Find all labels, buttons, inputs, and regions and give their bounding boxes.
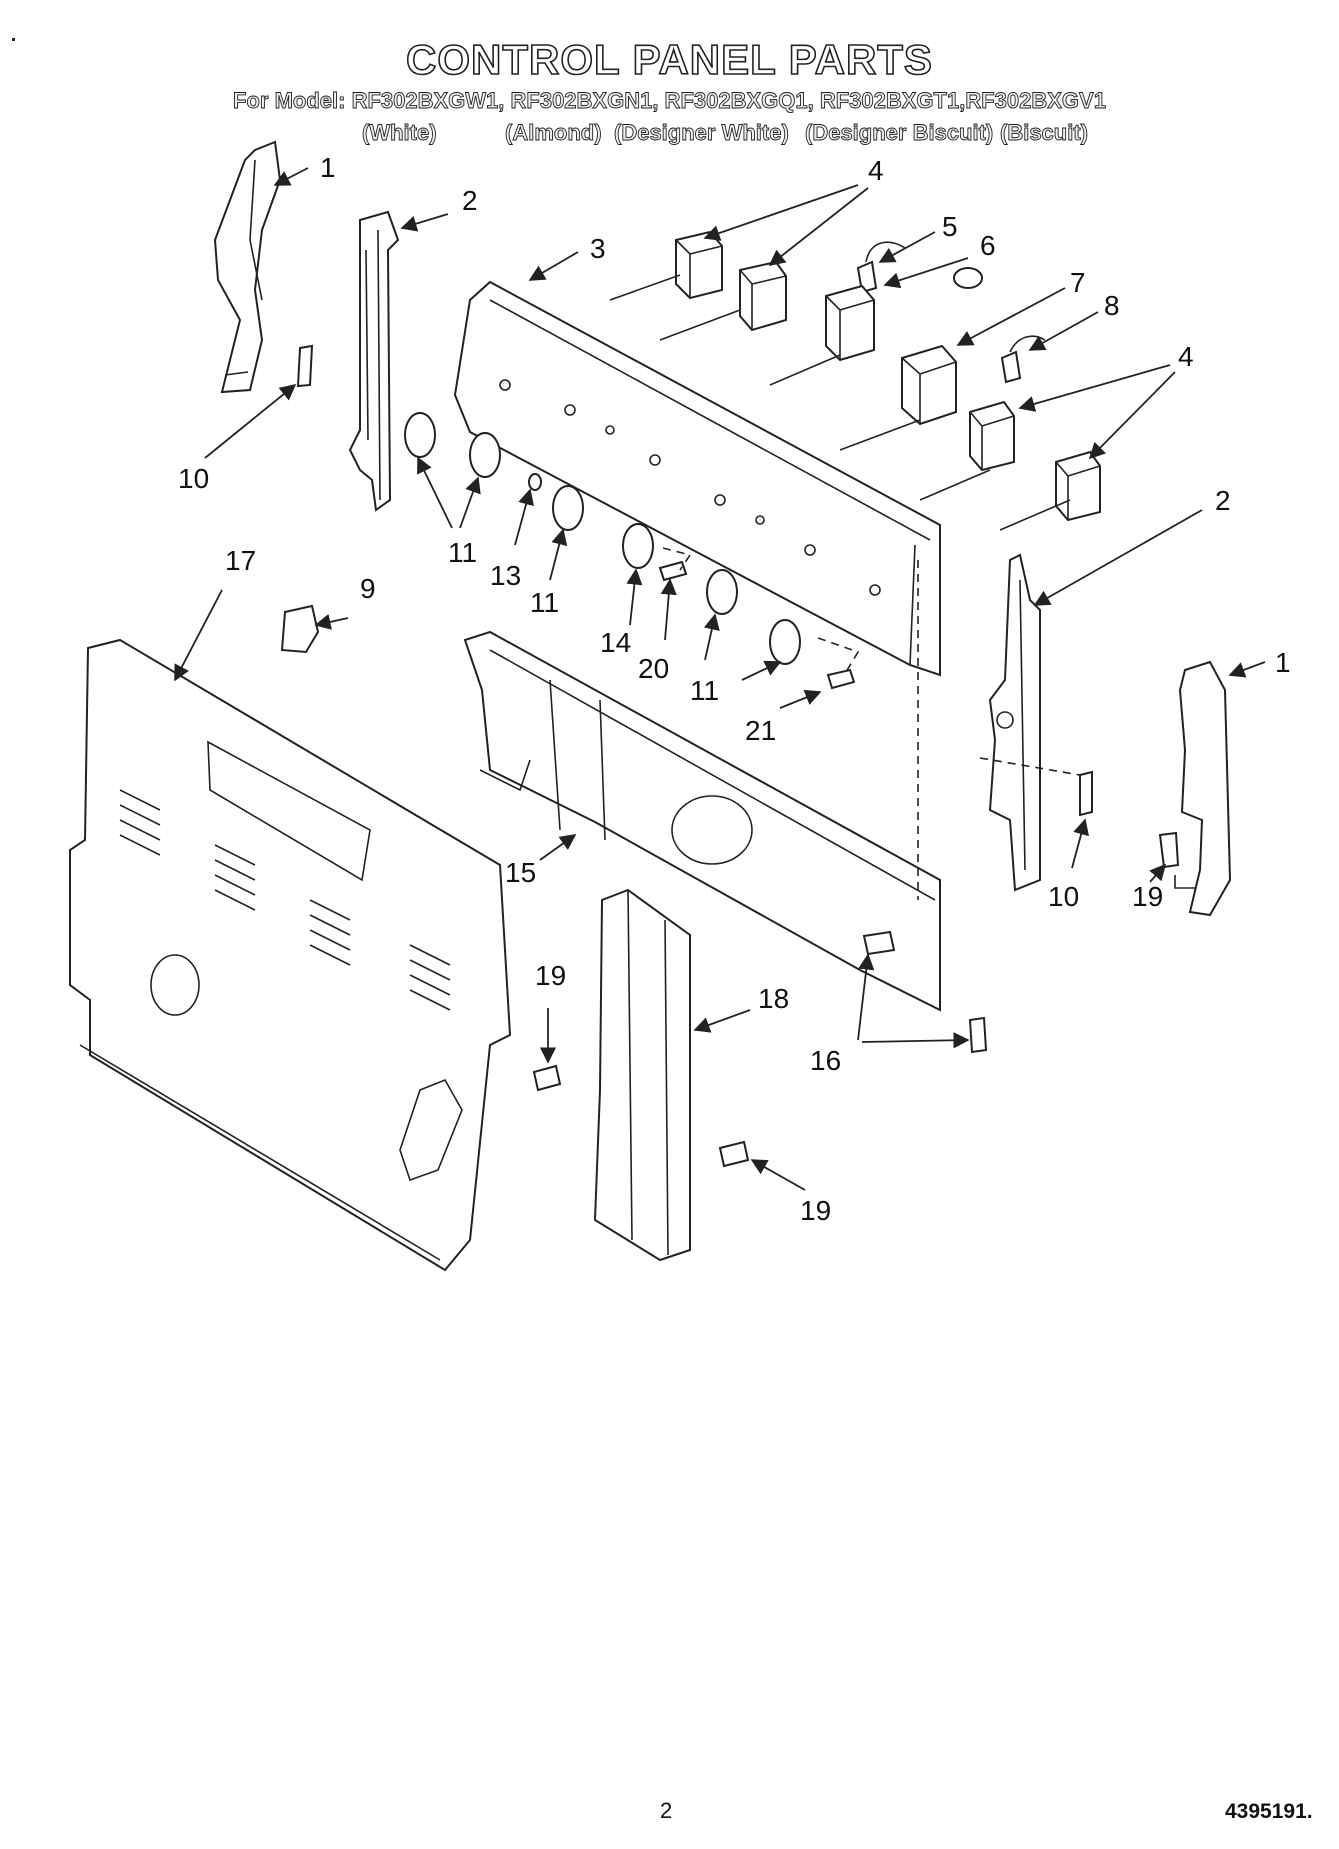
page-number: 2 [660, 1798, 673, 1823]
control-knob-1 [404, 412, 436, 458]
color-almond: (Almond) [505, 120, 602, 146]
o-ring [953, 267, 983, 289]
document-number: 4395191. [1225, 1800, 1313, 1823]
screw-21 [826, 668, 856, 690]
oven-control-switch-6 [825, 284, 875, 362]
callout-10-left: 10 [178, 463, 209, 494]
side-bracket-right [988, 553, 1041, 892]
screw-19-right [1158, 831, 1196, 889]
end-cap-left [213, 140, 282, 394]
callout-21: 21 [745, 715, 776, 746]
callout-15: 15 [505, 857, 536, 888]
infinite-switch-1 [675, 230, 723, 300]
color-designer-biscuit: (Designer Biscuit) [805, 120, 994, 146]
infinite-switch-3 [969, 400, 1015, 472]
callout-19-lower: 19 [800, 1195, 831, 1226]
callout-7: 7 [1070, 267, 1086, 298]
callout-4-top: 4 [868, 155, 884, 186]
infinite-switch-2 [739, 260, 787, 332]
callout-5: 5 [942, 211, 958, 242]
callout-18: 18 [758, 983, 789, 1014]
callout-19-right: 19 [1132, 881, 1163, 912]
clip-right [1079, 770, 1093, 817]
callout-9: 9 [360, 573, 376, 604]
callout-19-center: 19 [535, 960, 566, 991]
callout-2-left: 2 [462, 185, 478, 216]
side-bracket-left [348, 210, 400, 512]
page-title: CONTROL PANEL PARTS [405, 35, 933, 84]
callout-17: 17 [225, 545, 256, 576]
infinite-switch-4 [1055, 450, 1101, 522]
end-cap-right [1178, 660, 1232, 917]
clip-left [296, 344, 314, 388]
callout-11-b: 11 [530, 587, 559, 618]
callout-8: 8 [1104, 290, 1120, 321]
screw-16-a [862, 930, 896, 956]
callout-2-right: 2 [1215, 485, 1231, 516]
callout-1-right: 1 [1275, 647, 1291, 678]
model-list: For Model: RF302BXGW1, RF302BXGN1, RF302… [233, 88, 1107, 114]
callout-14: 14 [600, 627, 631, 658]
control-knob-2 [469, 432, 501, 478]
screw-19-center [532, 1064, 562, 1092]
callout-11-a: 11 [448, 537, 477, 568]
callout-6: 6 [980, 230, 996, 261]
stray-dot [12, 38, 15, 41]
control-knob-4 [706, 569, 738, 615]
callout-13: 13 [490, 560, 521, 591]
signal-light-5 [856, 241, 906, 294]
callout-16: 16 [810, 1045, 841, 1076]
control-knob-3 [552, 485, 584, 531]
control-knob-14 [622, 523, 654, 569]
lower-panel-17 [69, 638, 512, 1272]
thermostat-7 [901, 344, 957, 426]
screw-20 [658, 560, 688, 582]
callout-1-left: 1 [320, 152, 336, 183]
callout-20: 20 [638, 653, 669, 684]
callout-10-right: 10 [1048, 881, 1079, 912]
screw-16-b [968, 1016, 988, 1054]
screw-19-lower [718, 1140, 750, 1168]
signal-light-8 [1000, 335, 1046, 384]
color-designer-white: (Designer White) [614, 120, 790, 146]
clip-9 [280, 604, 320, 654]
callout-11-c: 11 [690, 675, 719, 706]
control-panel [453, 280, 941, 677]
color-white: (White) [362, 120, 437, 146]
control-knob-5 [769, 619, 801, 665]
callout-4-right: 4 [1178, 341, 1194, 372]
callout-3: 3 [590, 233, 606, 264]
button-13 [528, 473, 542, 491]
bracket-18 [593, 888, 691, 1262]
color-biscuit: (Biscuit) [1000, 120, 1089, 146]
